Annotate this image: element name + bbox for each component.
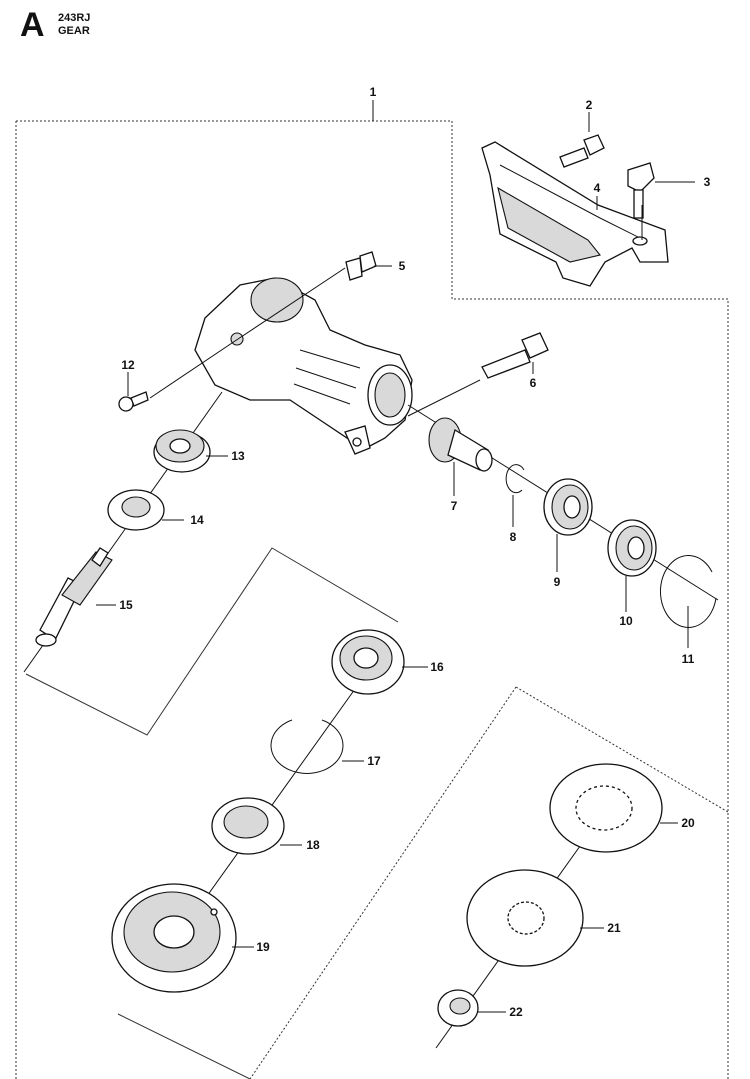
callout-13: 13 bbox=[231, 449, 245, 463]
callout-4: 4 bbox=[594, 181, 601, 195]
callout-17: 17 bbox=[367, 754, 381, 768]
bearing-part-13 bbox=[153, 429, 211, 473]
callout-9: 9 bbox=[554, 575, 561, 589]
bolt-part-12 bbox=[118, 391, 149, 412]
axis-6 bbox=[407, 379, 481, 417]
disc-part-21 bbox=[466, 869, 584, 967]
bolt-part-2 bbox=[559, 134, 605, 168]
bearing-part-16 bbox=[331, 629, 405, 695]
callout-22: 22 bbox=[509, 1005, 523, 1019]
bearing-part-9 bbox=[543, 478, 593, 536]
bushing-part-7 bbox=[428, 417, 493, 472]
model-number: 243RJ bbox=[58, 12, 91, 24]
callout-14: 14 bbox=[190, 513, 204, 527]
diagram-title: GEAR bbox=[58, 25, 90, 37]
circlip-part-11 bbox=[660, 555, 717, 628]
axis-5 bbox=[237, 267, 346, 340]
nut-part-22 bbox=[437, 989, 479, 1027]
callout-8: 8 bbox=[510, 530, 517, 544]
circlip-part-8 bbox=[505, 464, 525, 494]
section-letter: A bbox=[20, 6, 45, 44]
cover-part-19 bbox=[111, 883, 237, 993]
callout-11: 11 bbox=[682, 652, 695, 666]
callout-19: 19 bbox=[256, 940, 270, 954]
callout-21: 21 bbox=[607, 921, 621, 935]
subassembly-boundary-left bbox=[25, 547, 399, 1079]
seal-part-14 bbox=[107, 489, 165, 531]
bolt-part-6 bbox=[481, 332, 549, 379]
subassembly-boundary-right-2 bbox=[515, 686, 729, 813]
shaft-part-15 bbox=[35, 547, 113, 647]
circlip-part-17 bbox=[270, 719, 344, 774]
callout-3: 3 bbox=[704, 175, 711, 189]
callout-10: 10 bbox=[619, 614, 633, 628]
axis-12 bbox=[149, 338, 239, 399]
clamp-bracket bbox=[481, 141, 669, 287]
screw-part-5 bbox=[345, 251, 377, 281]
callout-20: 20 bbox=[681, 816, 695, 830]
callout-15: 15 bbox=[119, 598, 133, 612]
callout-12: 12 bbox=[121, 358, 135, 372]
callout-18: 18 bbox=[306, 838, 320, 852]
subassembly-boundary-right bbox=[249, 686, 517, 1079]
assembly-boundary bbox=[15, 120, 729, 1079]
callout-16: 16 bbox=[430, 660, 444, 674]
callout-7: 7 bbox=[451, 499, 458, 513]
callout-2: 2 bbox=[586, 98, 593, 112]
callout-6: 6 bbox=[530, 376, 537, 390]
gear-housing bbox=[194, 277, 413, 455]
callout-1: 1 bbox=[370, 85, 377, 99]
callout-5: 5 bbox=[399, 259, 406, 273]
lock-knob-part-3 bbox=[627, 162, 655, 219]
seal-part-18 bbox=[211, 797, 285, 855]
bearing-part-10 bbox=[607, 519, 657, 577]
washer-part-20 bbox=[549, 763, 663, 853]
